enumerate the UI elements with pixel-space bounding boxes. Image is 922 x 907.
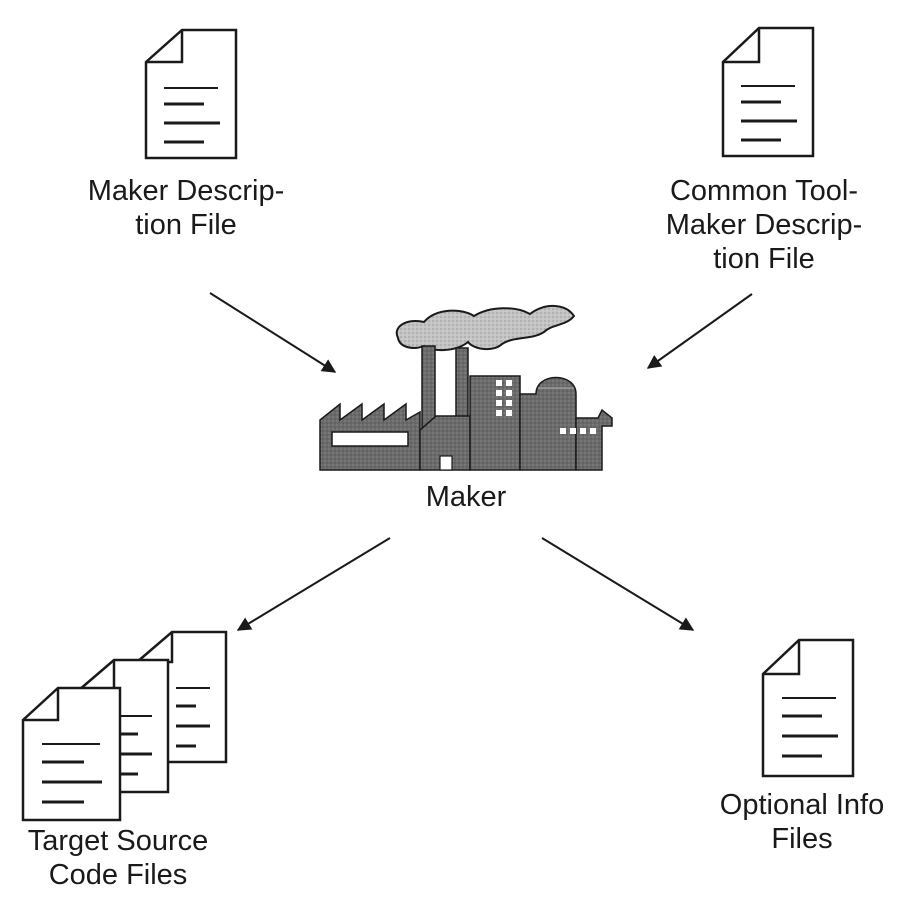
label-line: Maker xyxy=(425,481,507,513)
label-line: Target Source xyxy=(27,825,209,857)
target-source-label: Target Source Code Files xyxy=(8,824,228,892)
maker-description-document-icon xyxy=(144,28,238,160)
arrow-maker-to-optional xyxy=(541,537,695,631)
factory-icon xyxy=(319,305,613,471)
optional-info-label: Optional Info Files xyxy=(690,788,914,856)
target-source-documents-icon xyxy=(21,630,228,822)
label-line: tion File xyxy=(135,209,237,241)
arrow-description-to-maker xyxy=(209,292,337,373)
label-line: Files xyxy=(771,823,833,855)
common-toolmaker-document-icon xyxy=(721,26,815,158)
common-toolmaker-label: Common Tool- Maker Descrip- tion File xyxy=(630,174,898,276)
label-line: Optional Info xyxy=(719,789,885,821)
label-line: Common Tool- xyxy=(669,175,859,207)
label-line: tion File xyxy=(713,243,815,275)
label-line: Maker Descrip- xyxy=(87,175,285,207)
smoke-icon xyxy=(395,305,576,352)
maker-description-label: Maker Descrip- tion File xyxy=(50,174,322,242)
maker-label: Maker xyxy=(386,480,546,514)
arrow-toolmaker-to-maker xyxy=(646,293,753,369)
arrow-maker-to-target xyxy=(236,537,391,631)
optional-info-document-icon xyxy=(761,638,855,778)
label-line: Code Files xyxy=(48,859,188,891)
label-line: Maker Descrip- xyxy=(665,209,863,241)
